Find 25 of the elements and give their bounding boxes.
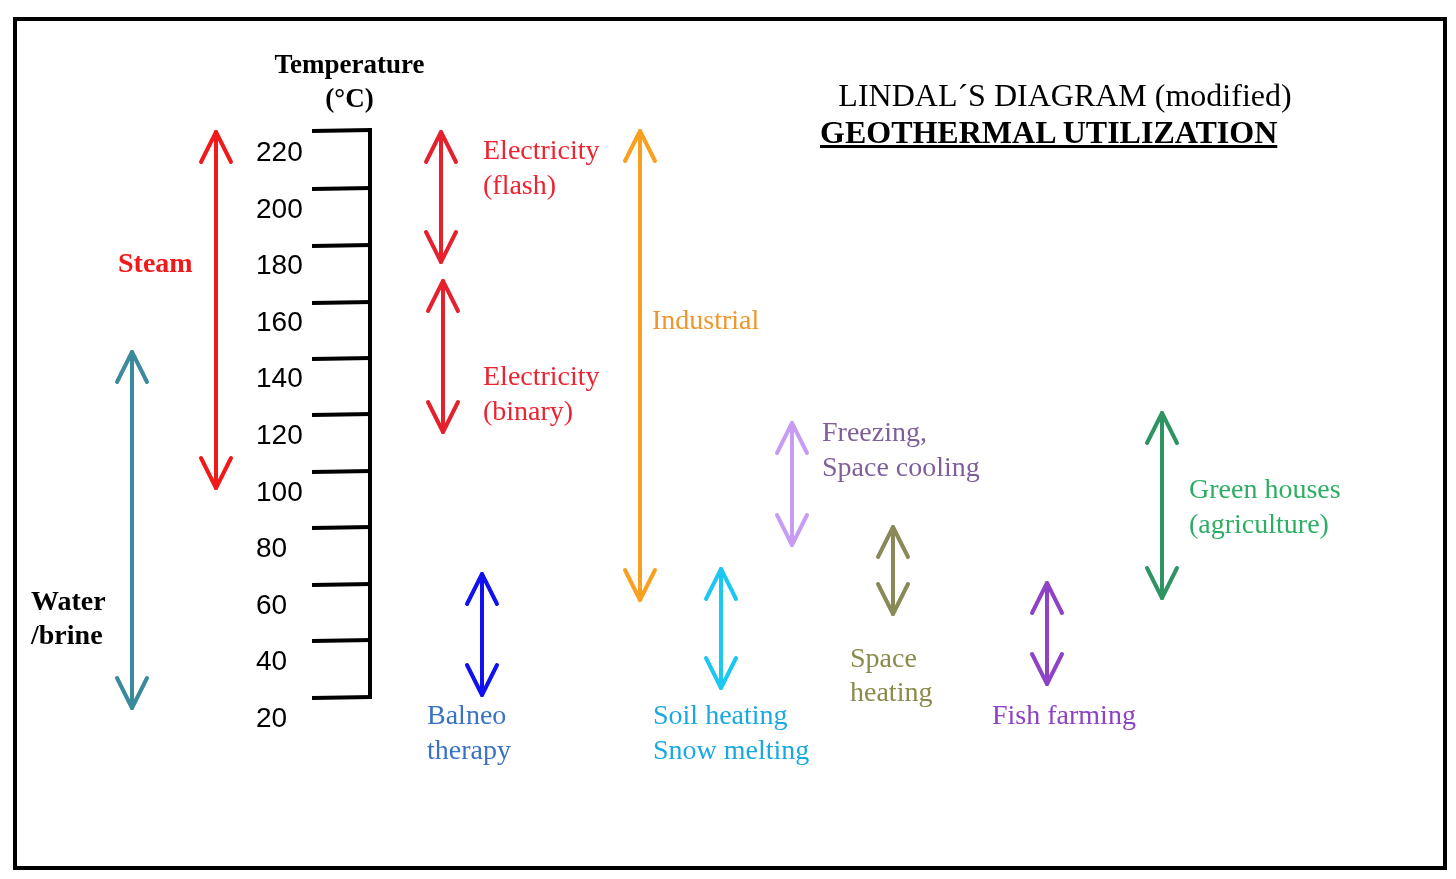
tick-label: 180 — [256, 249, 303, 282]
range-label: Electricity (flash) — [483, 133, 601, 202]
tick-label: 160 — [256, 305, 303, 338]
tick-label: 220 — [256, 136, 303, 168]
diagram-subtitle: GEOTHERMAL UTILIZATION — [820, 113, 1279, 151]
tick-label: 80 — [256, 532, 288, 565]
range-label: Green houses (agriculture) — [1189, 472, 1342, 541]
range-label: Fish farming — [992, 698, 1136, 732]
tick-label: 60 — [256, 588, 288, 621]
axis-title: Temperature (°C) — [273, 48, 426, 115]
tick-label: 20 — [256, 702, 288, 734]
range-label: Electricity (binary) — [483, 359, 601, 428]
tick-label: 100 — [256, 475, 303, 508]
range-label: Soil heating Snow melting — [653, 698, 811, 767]
range-label: Balneo therapy — [427, 698, 512, 767]
range-label: Industrial — [652, 303, 760, 337]
diagram-title: LINDAL´S DIAGRAM (modified) — [837, 76, 1293, 114]
tick-label: 200 — [256, 192, 303, 225]
tick-label: 140 — [256, 362, 303, 395]
tick-label: 40 — [256, 645, 288, 678]
range-label: Space heating — [850, 641, 934, 709]
range-label: Water /brine — [31, 584, 107, 652]
range-label: Steam — [118, 246, 193, 280]
tick-label: 120 — [256, 419, 303, 451]
range-label: Freezing, Space cooling — [822, 415, 981, 484]
